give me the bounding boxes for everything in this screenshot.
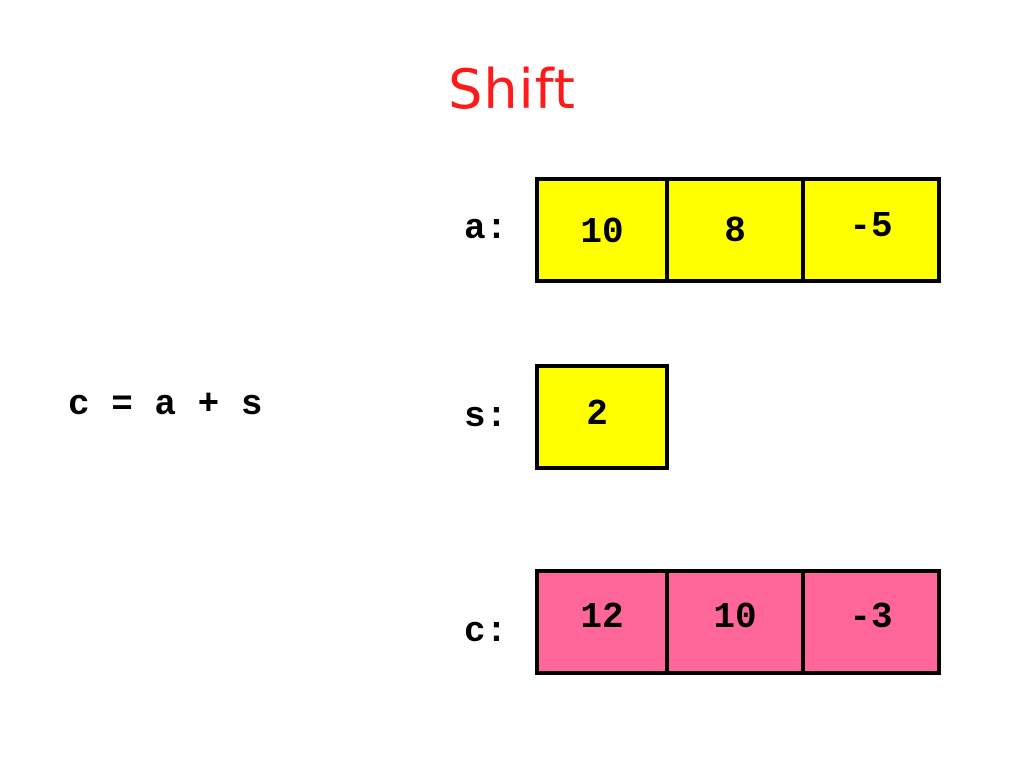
expression-text: c = a + s <box>68 384 263 425</box>
array-c-cell-2: -3 <box>801 569 941 675</box>
array-a-cell-0: 10 <box>535 177 669 283</box>
slide-title: Shift <box>448 58 576 121</box>
label-c: c: <box>464 611 508 652</box>
array-a-cell-2: -5 <box>801 177 941 283</box>
array-c: 12 10 -3 <box>535 569 941 675</box>
array-s: 2 <box>535 364 669 470</box>
label-a: a: <box>464 208 508 249</box>
array-a: 10 8 -5 <box>535 177 941 283</box>
array-c-cell-1: 10 <box>665 569 805 675</box>
array-s-cell-0: 2 <box>535 364 669 470</box>
label-s: s: <box>464 396 508 437</box>
array-c-cell-0: 12 <box>535 569 669 675</box>
array-a-cell-1: 8 <box>665 177 805 283</box>
